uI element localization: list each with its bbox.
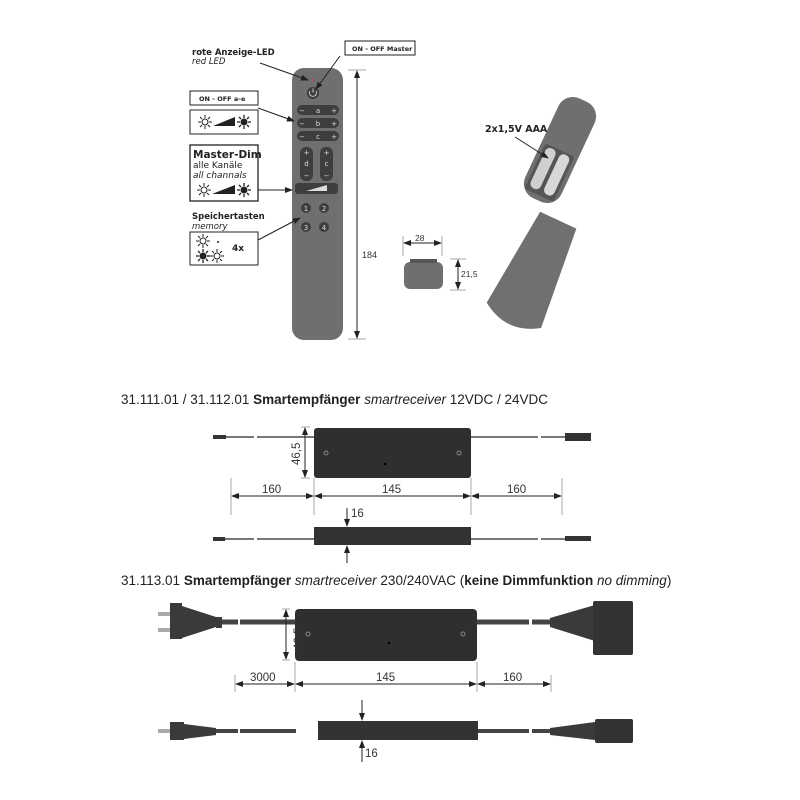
remote-length-dimension: 184	[348, 69, 377, 340]
channel-a-key[interactable]: − a +	[297, 105, 339, 115]
channel-d-key[interactable]: + d −	[300, 147, 313, 181]
svg-text:145: 145	[382, 484, 401, 496]
svg-text:184: 184	[362, 250, 377, 260]
battery-label: 2x1,5V AAA	[485, 124, 548, 135]
power-button[interactable]	[307, 87, 319, 99]
svg-text:−: −	[299, 120, 305, 128]
svg-text:3000: 3000	[250, 672, 276, 684]
svg-text:+: +	[304, 149, 310, 157]
svg-text:c: c	[325, 160, 329, 168]
receiver1-top-view	[213, 428, 591, 478]
led-label: rote Anzeige-LED	[192, 48, 275, 58]
all-channels-de: alle Kanäle	[193, 161, 243, 171]
svg-text:−: −	[324, 172, 330, 180]
svg-text:c: c	[316, 133, 320, 141]
svg-text:160: 160	[503, 672, 522, 684]
svg-text:3: 3	[304, 224, 308, 232]
svg-text:4: 4	[322, 224, 327, 232]
svg-text:160: 160	[262, 484, 281, 496]
led-label-en: red LED	[192, 57, 226, 67]
remote-battery-view: 2x1,5V AAA	[485, 96, 597, 329]
svg-text:−: −	[299, 107, 305, 115]
channel-e-key[interactable]: + c −	[320, 147, 333, 181]
svg-text:46,5: 46,5	[291, 443, 303, 465]
receiver2-side-view: 16	[158, 700, 633, 762]
receiver2-dimensions: 46,5 3000 145 160	[234, 608, 552, 692]
memory-label: Speichertasten	[192, 212, 265, 222]
battery-cap-dimension: 28 21,5	[402, 233, 478, 291]
memory-count: 4x	[232, 244, 244, 254]
svg-text:16: 16	[351, 508, 364, 520]
svg-text:46,5: 46,5	[293, 628, 305, 650]
svg-text:145: 145	[376, 672, 395, 684]
svg-text:+: +	[331, 120, 337, 128]
onoff-ae-label: ON - OFF a-e	[199, 95, 246, 103]
svg-text:−: −	[299, 133, 305, 141]
svg-text:b: b	[316, 120, 321, 128]
svg-text:+: +	[331, 133, 337, 141]
svg-text:16: 16	[365, 748, 378, 760]
svg-text:160: 160	[507, 484, 526, 496]
red-led-icon	[312, 79, 314, 81]
master-onoff-label: ON - OFF Master	[352, 45, 413, 53]
receiver2-top-view	[158, 601, 633, 661]
all-channels-en: all channals	[193, 171, 247, 181]
svg-text:+: +	[324, 149, 330, 157]
section2-heading: 31.113.01 Smartempfänger smartreceiver 2…	[121, 573, 671, 588]
channel-c-key[interactable]: − c +	[297, 131, 339, 141]
svg-text:−: −	[304, 172, 310, 180]
svg-text:a: a	[316, 107, 320, 115]
receiver1-dimensions: 46,5 160 145 160	[230, 426, 563, 515]
section1-heading: 31.111.01 / 31.112.01 Smartempfänger sma…	[121, 392, 548, 407]
master-dim-label: Master-Dim	[193, 149, 262, 161]
channel-b-key[interactable]: − b +	[297, 118, 339, 128]
memory-label-en: memory	[192, 222, 228, 232]
svg-text:1: 1	[304, 205, 308, 213]
svg-text:d: d	[304, 160, 308, 168]
master-dim-slider[interactable]	[295, 183, 338, 194]
svg-text:28: 28	[415, 233, 425, 243]
receiver1-side-view: 16	[213, 508, 591, 563]
svg-text:21,5: 21,5	[461, 269, 478, 279]
svg-text:+: +	[331, 107, 337, 115]
memory-keys[interactable]: 1 2 3 4	[301, 203, 329, 232]
remote-control: − a + − b + − c + + d − + c − 1 2 3 4	[292, 68, 343, 340]
svg-text:2: 2	[322, 205, 326, 213]
